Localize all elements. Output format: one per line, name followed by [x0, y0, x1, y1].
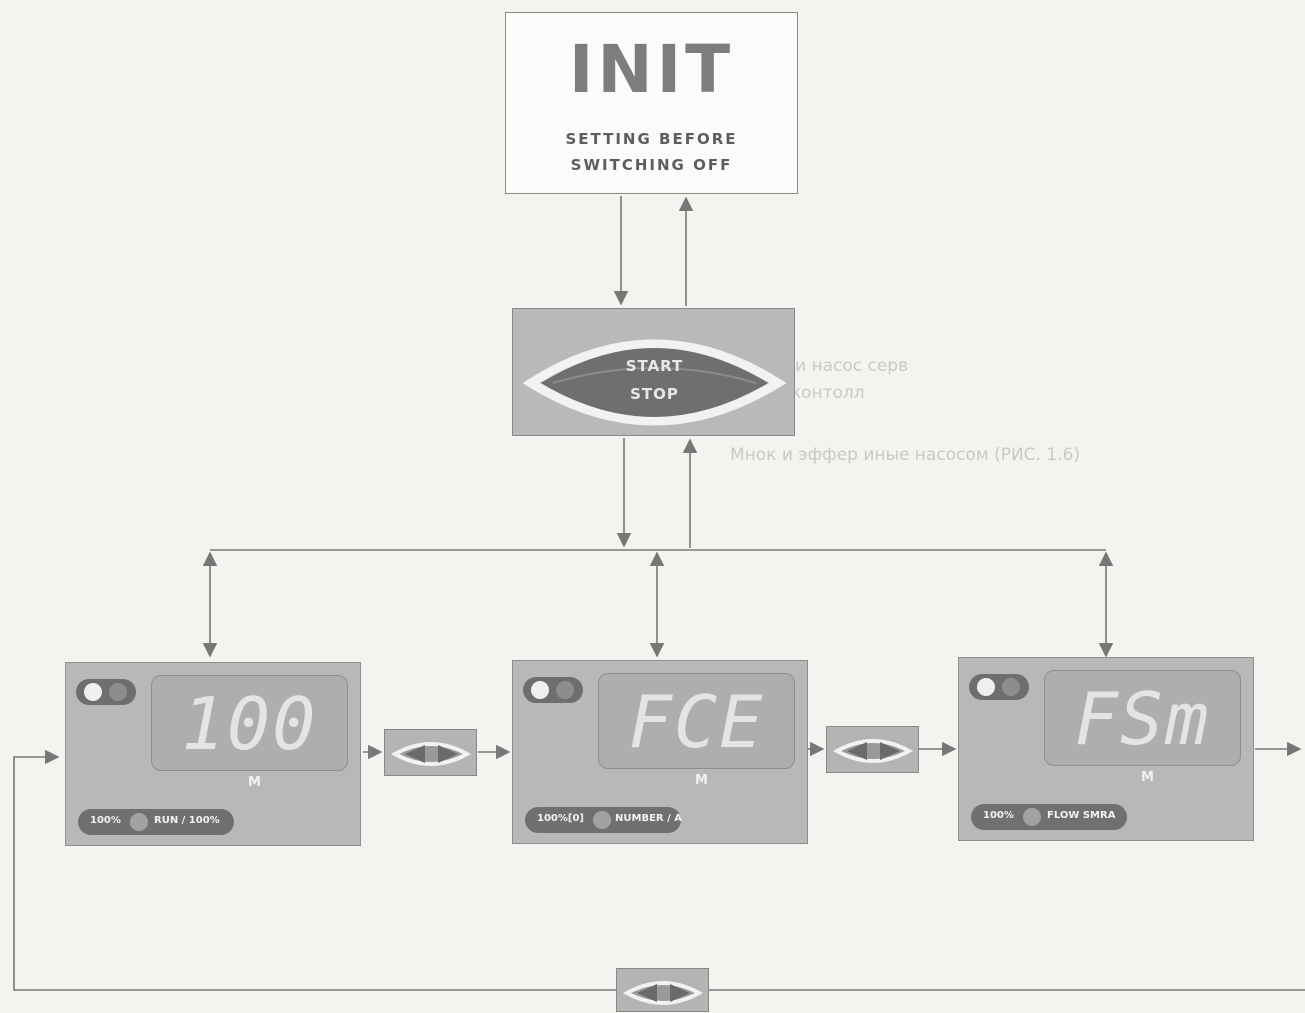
left-right-arrows-icon	[832, 739, 914, 763]
panel-display-value: FCE	[628, 680, 765, 764]
mode-left-label: 100%[0]	[537, 813, 584, 824]
panel-display-value: 100	[181, 682, 318, 766]
start-stop-lens-icon	[522, 339, 787, 426]
return-loop-line-left	[13, 749, 616, 991]
mode-right-label: FLOW SMRA	[1047, 810, 1116, 821]
left-right-arrows-icon	[390, 742, 472, 766]
mode-indicator: 100% FLOW SMRA	[971, 804, 1127, 830]
mode-right-label: NUMBER / A	[615, 813, 682, 824]
mode-led	[130, 813, 148, 831]
display-panel-1: 100 M 100% RUN / 100%	[65, 662, 361, 846]
start-stop-button[interactable]: START STOP	[512, 308, 795, 436]
mode-left-label: 100%	[983, 810, 1014, 821]
panel-unit: M	[695, 773, 708, 788]
stop-label: STOP	[630, 385, 679, 403]
mode-led	[593, 811, 611, 829]
mode-left-label: 100%	[90, 815, 121, 826]
led-indicator	[556, 681, 574, 699]
power-icon	[977, 678, 995, 696]
bleed-text-1: и насос серв	[795, 356, 908, 376]
power-icon	[84, 683, 102, 701]
mode-right-label: RUN / 100%	[154, 815, 220, 826]
power-indicator	[523, 677, 583, 703]
panel-unit: M	[248, 775, 261, 790]
bleed-text-3: Мнок и эффер иные насосом (РИС. 1.6)	[730, 445, 1080, 465]
nav-button-2[interactable]	[826, 726, 919, 773]
init-subtitle-line-1: SETTING BEFORE	[565, 130, 738, 148]
power-indicator	[76, 679, 136, 705]
left-right-arrows-icon	[622, 981, 704, 1005]
led-indicator	[109, 683, 127, 701]
panel-screen: 100	[151, 675, 348, 771]
panel-screen: FCE	[598, 673, 795, 769]
led-indicator	[1002, 678, 1020, 696]
init-title: INIT	[568, 31, 735, 108]
power-indicator	[969, 674, 1029, 700]
init-box: INIT SETTING BEFORE SWITCHING OFF	[505, 12, 798, 194]
init-subtitle: SETTING BEFORE SWITCHING OFF	[506, 126, 797, 178]
init-subtitle-line-2: SWITCHING OFF	[570, 156, 733, 174]
mode-indicator: 100% RUN / 100%	[78, 809, 234, 835]
panel-screen: FSm	[1044, 670, 1241, 766]
panel-display-value: FSm	[1074, 677, 1211, 761]
nav-button-3[interactable]	[616, 968, 709, 1012]
nav-button-1[interactable]	[384, 729, 477, 776]
display-panel-2: FCE M 100%[0] NUMBER / A	[512, 660, 808, 844]
panel-unit: M	[1141, 770, 1154, 785]
mode-led	[1023, 808, 1041, 826]
start-label: START	[625, 357, 684, 375]
power-icon	[531, 681, 549, 699]
display-panel-3: FSm M 100% FLOW SMRA	[958, 657, 1254, 841]
mode-indicator: 100%[0] NUMBER / A	[525, 807, 682, 833]
